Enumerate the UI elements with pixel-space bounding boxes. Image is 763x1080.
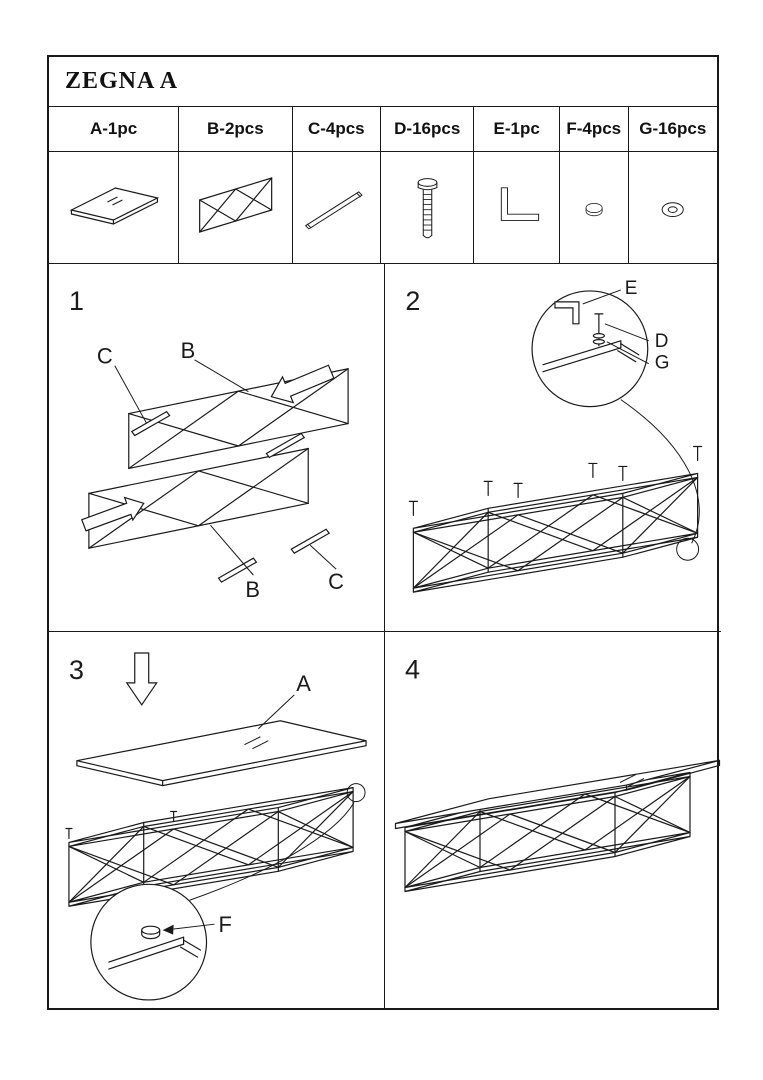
title-row: ZEGNA A	[49, 57, 717, 107]
leader-lines	[114, 359, 337, 576]
callout-label: C	[328, 569, 344, 594]
instruction-sheet: ZEGNA A A-1pc B-2pcs C-4pcs D-16pcs E-1p…	[47, 55, 721, 1010]
part-label-a: A-1pc	[89, 119, 138, 138]
part-label-cell: A-1pc	[49, 107, 180, 151]
arrowhead	[162, 924, 174, 935]
push-arrow-icon	[81, 496, 145, 532]
leader-line	[172, 923, 215, 930]
leader-line	[258, 694, 295, 730]
allen-key-icon	[554, 301, 580, 325]
part-label-cell: G-16pcs	[629, 107, 717, 151]
step-panel-4: 4	[385, 632, 721, 1008]
part-icon-cell	[179, 152, 293, 263]
bolt-icon	[417, 177, 438, 238]
callout-label: E	[625, 278, 638, 299]
joint-circle	[676, 537, 700, 561]
part-icon-cell	[49, 152, 180, 263]
glass-top-drawing	[76, 720, 367, 787]
cross-rods	[130, 410, 331, 583]
glass-top-icon	[69, 186, 160, 225]
detail-circle-hardware	[531, 290, 649, 408]
step-4-diagram: 4	[394, 655, 721, 893]
part-label-cell: E-1pc	[474, 107, 560, 151]
glass-top-drawing	[394, 759, 721, 830]
part-label-f: F-4pcs	[566, 119, 622, 138]
step-panel-1: 1	[49, 264, 385, 632]
step-panel-3: 3 A	[49, 632, 385, 1008]
step-2-diagram: 2	[405, 278, 703, 593]
step-1-diagram: 1	[69, 286, 349, 602]
washer-icon	[661, 201, 684, 217]
step-number: 3	[69, 655, 84, 685]
callout-label: A	[296, 671, 311, 696]
callout-label: D	[655, 331, 669, 352]
step-panel-2: 2	[385, 264, 721, 632]
step-number: 4	[405, 655, 420, 685]
part-label-cell: F-4pcs	[560, 107, 629, 151]
part-label-d: D-16pcs	[394, 119, 461, 138]
joint-circle	[346, 783, 366, 803]
callout-label: B	[181, 338, 196, 363]
cross-rod-icon	[304, 190, 363, 230]
bolt-markers	[408, 445, 703, 516]
callout-label: F	[218, 912, 231, 937]
part-label-cell: B-2pcs	[179, 107, 293, 151]
detail-connector	[620, 399, 700, 544]
x-frame-icon	[198, 176, 272, 233]
part-icon-cell	[381, 152, 475, 263]
step-number: 2	[405, 286, 420, 316]
callout-label: C	[97, 344, 113, 369]
x-frame-front	[88, 447, 309, 549]
callout-label: B	[245, 577, 260, 602]
steps-grid: 1	[49, 264, 721, 1008]
down-arrow-icon	[125, 652, 158, 706]
foot-cap-icon	[585, 202, 603, 216]
part-icon-cell	[560, 152, 629, 263]
part-label-cell: D-16pcs	[381, 107, 475, 151]
push-arrow-icon	[270, 364, 335, 404]
allen-key-icon	[500, 186, 539, 221]
part-icon-cell	[629, 152, 717, 263]
step-3-diagram: 3 A	[65, 652, 367, 1001]
callout-label: G	[655, 353, 670, 374]
parts-icon-row	[49, 152, 717, 264]
product-title: ZEGNA A	[65, 68, 179, 94]
part-icon-cell	[293, 152, 382, 263]
part-icon-cell	[474, 152, 560, 263]
part-label-b: B-2pcs	[207, 119, 264, 138]
bolt-markers	[65, 810, 178, 840]
detail-circle-foot	[90, 883, 208, 1001]
part-label-e: E-1pc	[493, 119, 540, 138]
part-label-c: C-4pcs	[307, 119, 365, 138]
step-number: 1	[69, 286, 84, 316]
detail-connector	[189, 802, 355, 901]
part-label-cell: C-4pcs	[293, 107, 382, 151]
leader-lines	[582, 289, 649, 365]
parts-label-row: A-1pc B-2pcs C-4pcs D-16pcs E-1pc F-4pcs…	[49, 107, 717, 152]
part-label-g: G-16pcs	[639, 119, 707, 138]
